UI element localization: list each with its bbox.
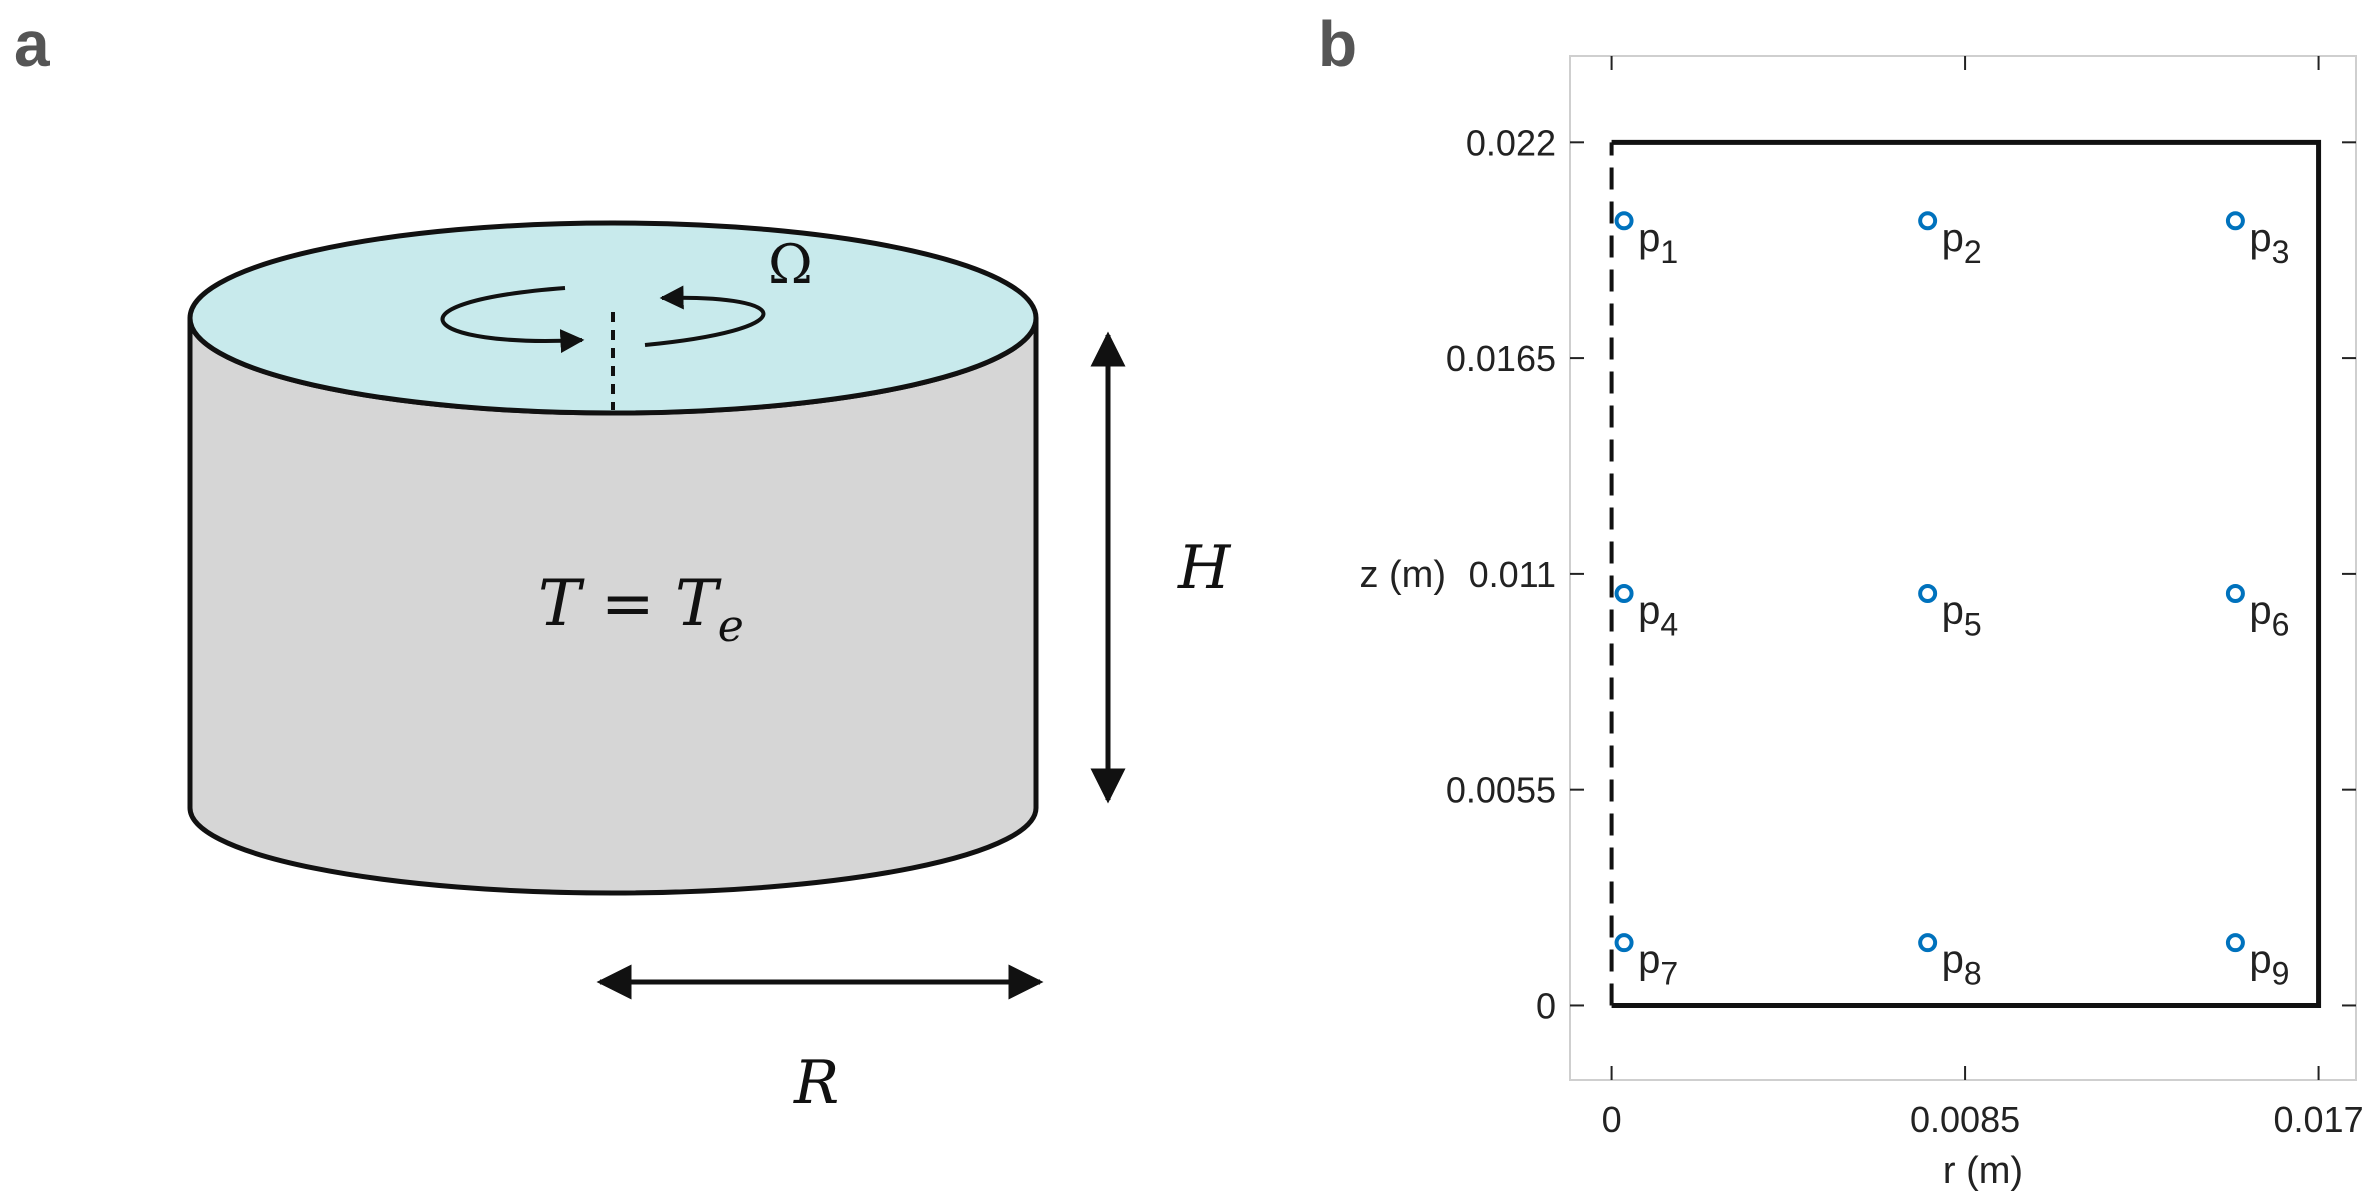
panel-b: b 0 0.0085 0.017 0 0.0055 0.011 0.0165 0.022 p1… (1318, 8, 2364, 1192)
plot-frame (1569, 55, 2357, 1081)
probe-point-label: p6 (2249, 589, 2289, 643)
domain-boundary (1609, 139, 2322, 1008)
y-tick-label: 0.0055 (1446, 770, 1556, 811)
probe-point-marker (1918, 211, 1938, 231)
probe-point-marker (1918, 933, 1938, 953)
panel-a-label: a (14, 8, 50, 80)
y-tick-label: 0 (1536, 985, 1556, 1026)
probe-point-marker (1614, 584, 1634, 604)
probe-point-marker (2225, 584, 2245, 604)
rotation-arrow-left (440, 286, 585, 354)
probe-point-label: p7 (1638, 938, 1678, 992)
omega-label: Ω (768, 233, 813, 296)
probe-point-label: p5 (1942, 589, 1982, 643)
probe-point-marker (1918, 584, 1938, 604)
probe-point-label: p3 (2249, 216, 2289, 270)
probe-point-label: p2 (1942, 216, 1982, 270)
x-tick-label: 0 (1602, 1099, 1622, 1140)
panel-a: a Ω T = Te H R (14, 8, 1232, 1118)
probe-point-marker (1614, 933, 1634, 953)
tick-labels: 0 0.0085 0.017 0 0.0055 0.011 0.0165 0.022 (1446, 122, 2364, 1140)
probe-point-marker (1614, 211, 1634, 231)
temperature-label: T = Te (538, 567, 744, 652)
height-label: H (1177, 533, 1232, 603)
radius-label: R (793, 1048, 839, 1118)
y-tick-label: 0.022 (1466, 122, 1556, 163)
y-tick-label: 0.0165 (1446, 338, 1556, 379)
probe-point-label: p8 (1942, 938, 1982, 992)
panel-b-label: b (1318, 8, 1357, 80)
probe-point-label: p4 (1638, 589, 1678, 643)
probe-points: p1 p2 p3 p4 p5 p6 p7 p8 p9 (1614, 211, 2289, 992)
x-tick-label: 0.017 (2274, 1099, 2364, 1140)
probe-point-label: p9 (2249, 938, 2289, 992)
probe-point-marker (2225, 933, 2245, 953)
x-tick-label: 0.0085 (1910, 1099, 2020, 1140)
y-axis-label: z (m) (1359, 554, 1446, 596)
y-tick-label: 0.011 (1469, 554, 1556, 595)
probe-point-label: p1 (1638, 216, 1678, 270)
probe-point-marker (2225, 211, 2245, 231)
rotation-arrow-right (644, 285, 766, 347)
boundary-solid (1611, 139, 2322, 1008)
axis-ticks (1570, 56, 2356, 1080)
x-axis-label: r (m) (1943, 1150, 2023, 1192)
